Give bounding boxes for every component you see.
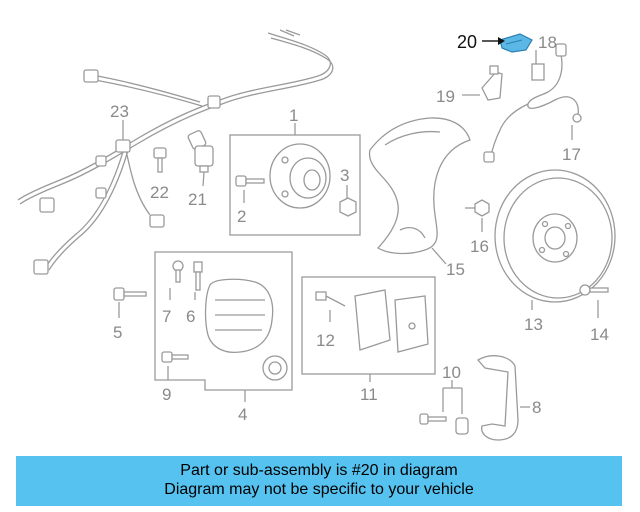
info-banner: Part or sub-assembly is #20 in diagram D… — [16, 456, 622, 506]
caption-line-2: Diagram may not be specific to your vehi… — [164, 481, 474, 498]
callout-20[interactable]: 20 — [457, 32, 477, 52]
splash-shield-15[interactable] — [368, 117, 471, 255]
callout-8[interactable]: 8 — [532, 398, 541, 417]
brake-caliper[interactable] — [204, 278, 288, 381]
caption-line-1: Part or sub-assembly is #20 in diagram — [180, 462, 458, 479]
callout-2[interactable]: 2 — [237, 207, 246, 226]
bolt-22[interactable] — [153, 147, 167, 173]
callout-17[interactable]: 17 — [562, 145, 581, 164]
callout-16[interactable]: 16 — [470, 237, 489, 256]
callout-1[interactable]: 1 — [289, 106, 298, 125]
callout-19[interactable]: 19 — [436, 87, 455, 106]
clip-18[interactable] — [531, 63, 545, 81]
callout-3[interactable]: 3 — [340, 166, 349, 185]
callout-5[interactable]: 5 — [113, 323, 122, 342]
guide-pin-6[interactable] — [193, 261, 203, 291]
callout-10[interactable]: 10 — [442, 363, 461, 382]
callout-11[interactable]: 11 — [360, 385, 378, 404]
bracket-19[interactable] — [481, 65, 503, 101]
assembly-box-11 — [301, 276, 436, 375]
callout-15[interactable]: 15 — [446, 260, 465, 279]
parts-diagram: 23 21 22 1 2 3 15 — [17, 29, 616, 441]
assembly-box-4 — [154, 251, 293, 391]
callout-23[interactable]: 23 — [110, 102, 129, 121]
bolt-16[interactable] — [465, 199, 490, 217]
callout-14[interactable]: 14 — [590, 325, 609, 344]
brake-disc-13[interactable] — [494, 169, 616, 303]
callout-13[interactable]: 13 — [524, 315, 543, 334]
bracket-20-highlighted[interactable] — [499, 33, 533, 53]
callout-21[interactable]: 21 — [188, 190, 207, 209]
callout-9[interactable]: 9 — [162, 385, 171, 404]
callout-18[interactable]: 18 — [538, 33, 557, 52]
wear-sensor-12[interactable] — [315, 291, 346, 307]
bushing-10[interactable] — [455, 417, 469, 435]
callout-7[interactable]: 7 — [162, 307, 171, 326]
bolt-9[interactable] — [161, 351, 189, 363]
abs-sensor-line-17[interactable] — [483, 43, 582, 163]
bracket-8[interactable] — [476, 355, 519, 441]
wiring-harness[interactable] — [17, 29, 334, 275]
screw-14[interactable] — [579, 284, 609, 296]
callout-6[interactable]: 6 — [186, 307, 195, 326]
bolt-2[interactable] — [235, 175, 265, 187]
bolt-10[interactable] — [419, 413, 447, 425]
sensor-21[interactable] — [187, 130, 214, 173]
brake-pads[interactable] — [354, 289, 429, 353]
bolt-5[interactable] — [113, 287, 147, 301]
nut-3[interactable] — [339, 197, 357, 217]
callout-22[interactable]: 22 — [150, 183, 169, 202]
callout-12[interactable]: 12 — [316, 331, 335, 350]
wheel-hub-bearing[interactable] — [269, 143, 331, 209]
bleeder-screw-7[interactable] — [172, 260, 184, 283]
callout-4[interactable]: 4 — [238, 405, 247, 424]
